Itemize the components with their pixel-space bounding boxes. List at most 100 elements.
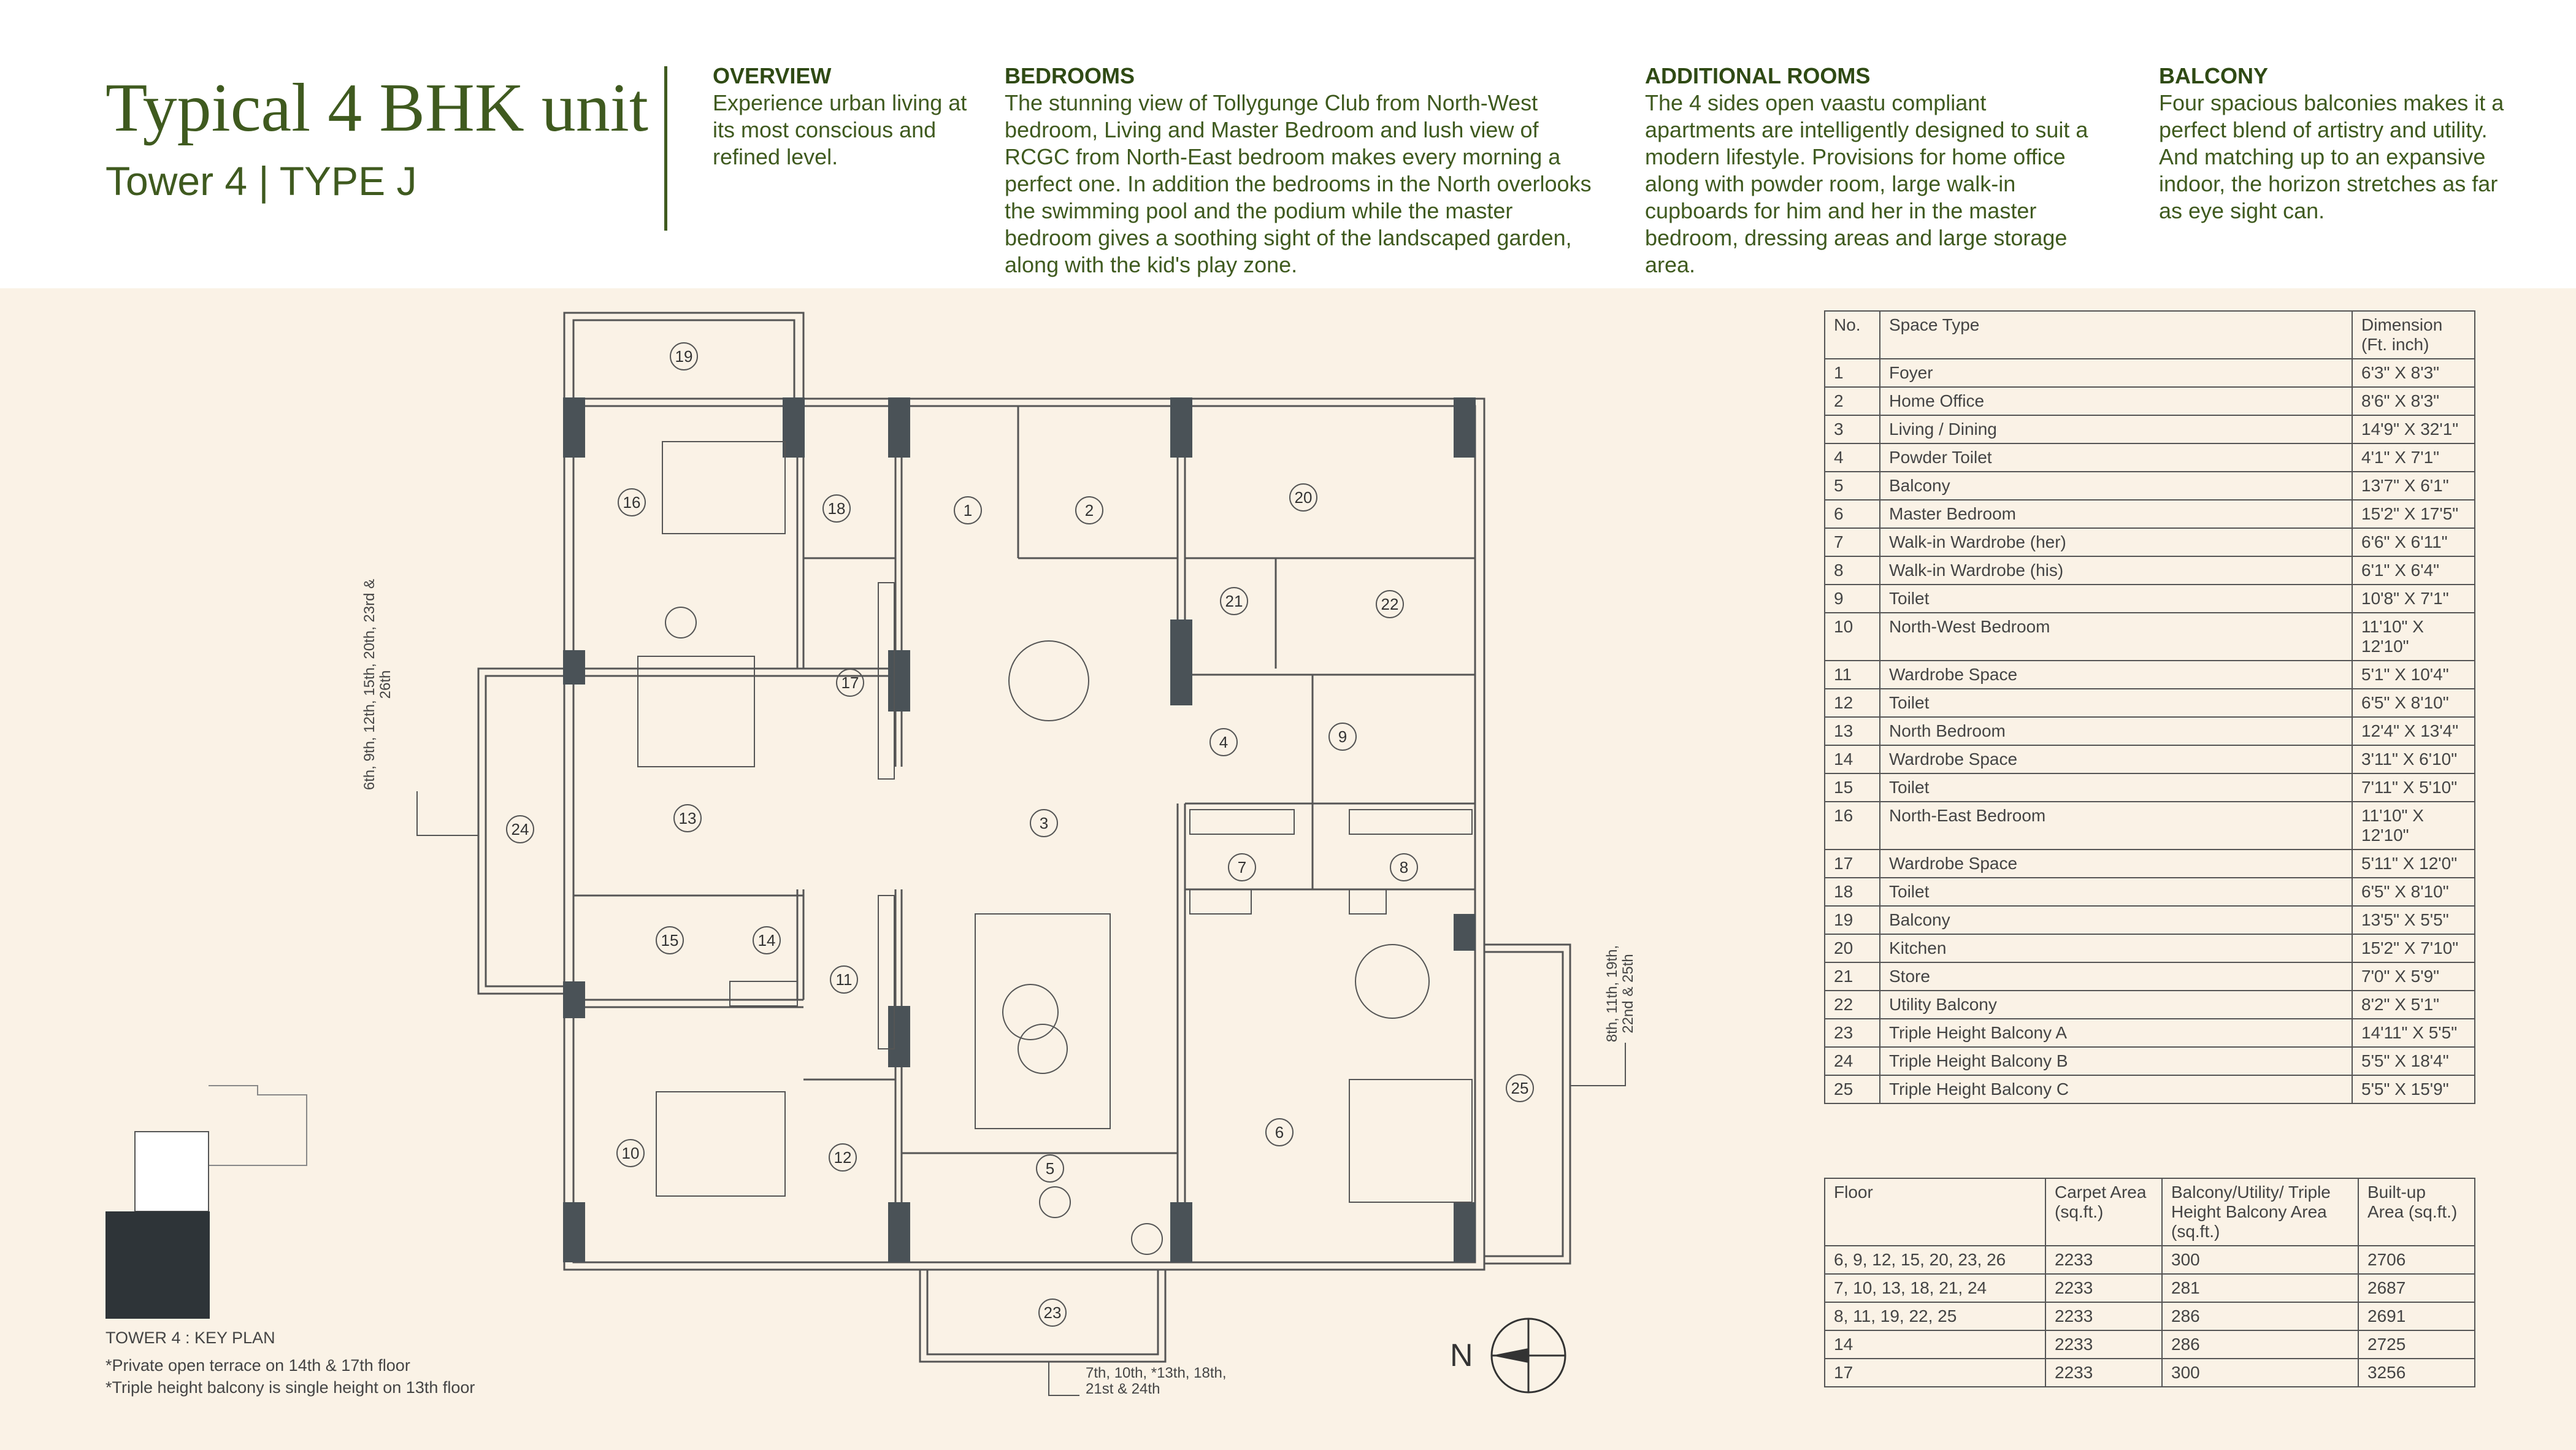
svg-text:3: 3 <box>1040 814 1048 832</box>
table-cell: 21 <box>1824 962 1880 991</box>
note: *Private open terrace on 14th & 17th flo… <box>105 1356 410 1375</box>
floor-area-table: Floor Carpet Area (sq.ft.) Balcony/Utili… <box>1824 1178 2475 1387</box>
table-cell: 8 <box>1824 556 1880 585</box>
table-cell: 4 <box>1824 443 1880 472</box>
table-cell: 14 <box>1824 745 1880 774</box>
section-text: The stunning view of Tollygunge Club fro… <box>1005 90 1592 277</box>
note: *Triple height balcony is single height … <box>105 1378 475 1397</box>
table-cell: 18 <box>1824 877 1880 907</box>
table-cell: Wardrobe Space <box>1879 660 2353 689</box>
table-cell: 17 <box>1824 849 1880 878</box>
table-cell: Balcony <box>1879 905 2353 935</box>
table-cell: 8'2" X 5'1" <box>2352 990 2475 1019</box>
table-cell: 3 <box>1824 415 1880 444</box>
table-header-row: No. Space Type Dimension (Ft. inch) <box>1824 310 2475 359</box>
table-cell: 2233 <box>2045 1358 2163 1387</box>
north-compass: N <box>1449 1313 1571 1408</box>
keyplan-notes: *Private open terrace on 14th & 17th flo… <box>105 1354 475 1398</box>
table-cell: 3256 <box>2358 1358 2475 1387</box>
svg-text:19: 19 <box>675 347 693 366</box>
table-cell: Wardrobe Space <box>1879 849 2353 878</box>
table-cell: 1 <box>1824 358 1880 388</box>
table-cell: 15'2" X 7'10" <box>2352 934 2475 963</box>
overview-section: OVERVIEW Experience urban living at its … <box>713 63 970 171</box>
svg-text:9: 9 <box>1338 727 1347 746</box>
additional-rooms-section: ADDITIONAL ROOMS The 4 sides open vaastu… <box>1645 63 2093 278</box>
svg-text:10: 10 <box>622 1144 640 1162</box>
table-cell: 6 <box>1824 499 1880 529</box>
table-cell: 7'11" X 5'10" <box>2352 773 2475 802</box>
table-cell: 6, 9, 12, 15, 20, 23, 26 <box>1824 1245 2046 1275</box>
table-cell: 8, 11, 19, 22, 25 <box>1824 1302 2046 1331</box>
table-cell: 286 <box>2161 1302 2359 1331</box>
table-cell: 13 <box>1824 716 1880 746</box>
svg-text:11: 11 <box>836 970 853 989</box>
table-cell: 5 <box>1824 471 1880 501</box>
table-cell: 16 <box>1824 801 1880 850</box>
page-title: Typical 4 BHK unit <box>105 70 648 146</box>
table-cell: 11'10" X 12'10" <box>2352 801 2475 850</box>
table-cell: Triple Height Balcony B <box>1879 1046 2353 1076</box>
svg-text:7: 7 <box>1238 858 1246 877</box>
table-cell: 19 <box>1824 905 1880 935</box>
svg-text:1: 1 <box>964 501 972 520</box>
table-cell: 12 <box>1824 688 1880 718</box>
svg-text:16: 16 <box>623 493 641 512</box>
table-cell: 6'6" X 6'11" <box>2352 527 2475 557</box>
table-cell: Toilet <box>1879 773 2353 802</box>
table-cell: North-West Bedroom <box>1879 612 2353 661</box>
table-cell: Triple Height Balcony A <box>1879 1018 2353 1048</box>
table-cell: 20 <box>1824 934 1880 963</box>
svg-text:21: 21 <box>1225 592 1243 610</box>
table-header-row: Floor Carpet Area (sq.ft.) Balcony/Utili… <box>1824 1178 2475 1246</box>
table-cell: 11 <box>1824 660 1880 689</box>
svg-text:24: 24 <box>512 820 529 838</box>
table-cell: 3'11" X 6'10" <box>2352 745 2475 774</box>
table-cell: 8'6" X 8'3" <box>2352 386 2475 416</box>
compass-label: N <box>1450 1338 1473 1373</box>
col-header: Built-up Area (sq.ft.) <box>2358 1178 2475 1246</box>
svg-text:14: 14 <box>758 931 776 949</box>
svg-text:17: 17 <box>841 673 859 692</box>
table-cell: Powder Toilet <box>1879 443 2353 472</box>
col-header: No. <box>1824 310 1880 359</box>
svg-text:4: 4 <box>1219 733 1228 751</box>
table-cell: 17 <box>1824 1358 2046 1387</box>
table-cell: 300 <box>2161 1358 2359 1387</box>
table-cell: 14'9" X 32'1" <box>2352 415 2475 444</box>
table-cell: 7, 10, 13, 18, 21, 24 <box>1824 1273 2046 1303</box>
left-floor-note: 6th, 9th, 12th, 15th, 20th, 23rd & 26th <box>361 578 394 791</box>
svg-text:8: 8 <box>1400 858 1408 877</box>
table-cell: Walk-in Wardrobe (his) <box>1879 556 2353 585</box>
right-floor-note: 8th, 11th, 19th, 22nd & 25th <box>1604 945 1636 1043</box>
table-cell: Home Office <box>1879 386 2353 416</box>
bottom-floor-note: 7th, 10th, *13th, 18th, 21st & 24th <box>1086 1365 1227 1397</box>
table-cell: 6'5" X 8'10" <box>2352 877 2475 907</box>
table-cell: 13'7" X 6'1" <box>2352 471 2475 501</box>
table-cell: 5'1" X 10'4" <box>2352 660 2475 689</box>
table-cell: 5'11" X 12'0" <box>2352 849 2475 878</box>
